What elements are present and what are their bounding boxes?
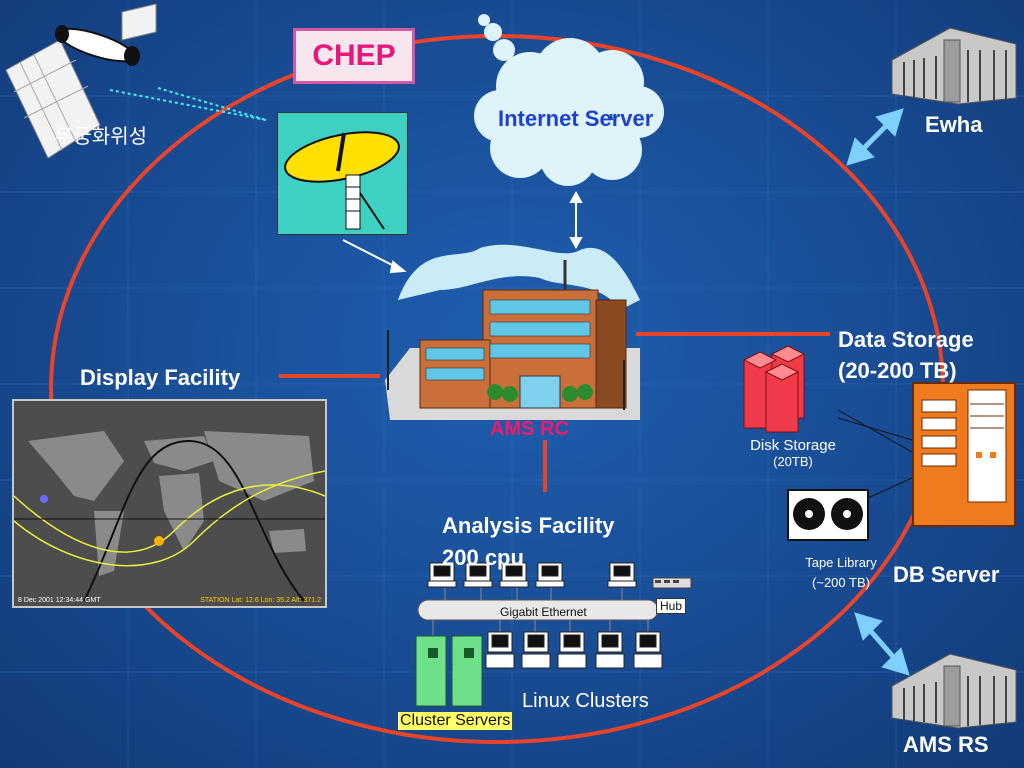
world-map-display: 8 Dec 2001 12:34:44 GMT STATION Lat: 12.… [12,399,327,608]
tape-library-icon [787,489,869,541]
ams-rc-label: AMS RC [490,418,569,440]
ams-rs-label: AMS RS [903,732,989,757]
analysis-facility-title: Analysis Facility [442,513,615,538]
dish-link-arrow [342,239,407,274]
data-storage-title: Data Storage [838,327,974,352]
satellite-dish-image [277,112,408,235]
map-station-readout: STATION Lat: 12.6 Lon: 35.2 Alt: 371.2 [200,597,321,604]
ams-rs-link-arrow [854,612,910,676]
internet-server-label: Internet Server [498,106,654,131]
db-server-label: DB Server [893,562,1000,587]
ewha-label: Ewha [925,112,983,137]
disk-storage-label: Disk Storage (20TB) [742,437,844,469]
satellite-beam [109,87,267,121]
map-timestamp: 8 Dec 2001 12:34:44 GMT [18,597,101,604]
ewha-building-icon [891,27,1017,105]
internet-link-arrow [569,190,583,250]
disk-storage-capacity: (20TB) [773,454,813,469]
hub-label: Hub [656,598,687,614]
data-storage-capacity: (20-200 TB) [838,358,957,383]
diagram-title: CHEP [293,28,415,84]
disk-storage-title: Disk Storage [750,437,836,454]
ams-rc-building-icon [385,244,640,420]
disk-storage-icon [742,345,806,433]
analysis-facility-cpu: 200 cpu [442,545,524,570]
cluster-servers-label: Cluster Servers [398,712,513,730]
cloud-icon [474,14,664,186]
gigabit-ethernet-label: Gigabit Ethernet [500,605,587,619]
tape-library-label: Tape Library (~200 TB) [788,553,894,593]
satellite-dish-icon [284,131,400,230]
gigabit-ethernet-bus [417,586,659,636]
analysis-facility-label: Analysis Facility 200 cpu [442,510,614,574]
workstation-icons [427,562,663,669]
linux-clusters-label: Linux Clusters [522,690,649,712]
db-line-disk [837,409,913,453]
hub-icon [652,577,692,589]
ams-rs-building-icon [891,653,1017,729]
satellite-icon [5,3,157,159]
data-storage-label: Data Storage (20-200 TB) [838,324,974,386]
display-facility-label: Display Facility [80,365,241,390]
db-server-icon [912,382,1016,527]
tape-library-capacity: (~200 TB) [812,575,870,590]
ewha-link-arrow [846,108,904,166]
world-map-graphic [14,431,325,602]
db-line-disk-2 [837,417,913,441]
cluster-server-icons [415,635,483,707]
tape-library-title: Tape Library [805,555,877,570]
db-line-tape [867,477,913,499]
satellite-label: 무궁화위성 [55,126,147,148]
